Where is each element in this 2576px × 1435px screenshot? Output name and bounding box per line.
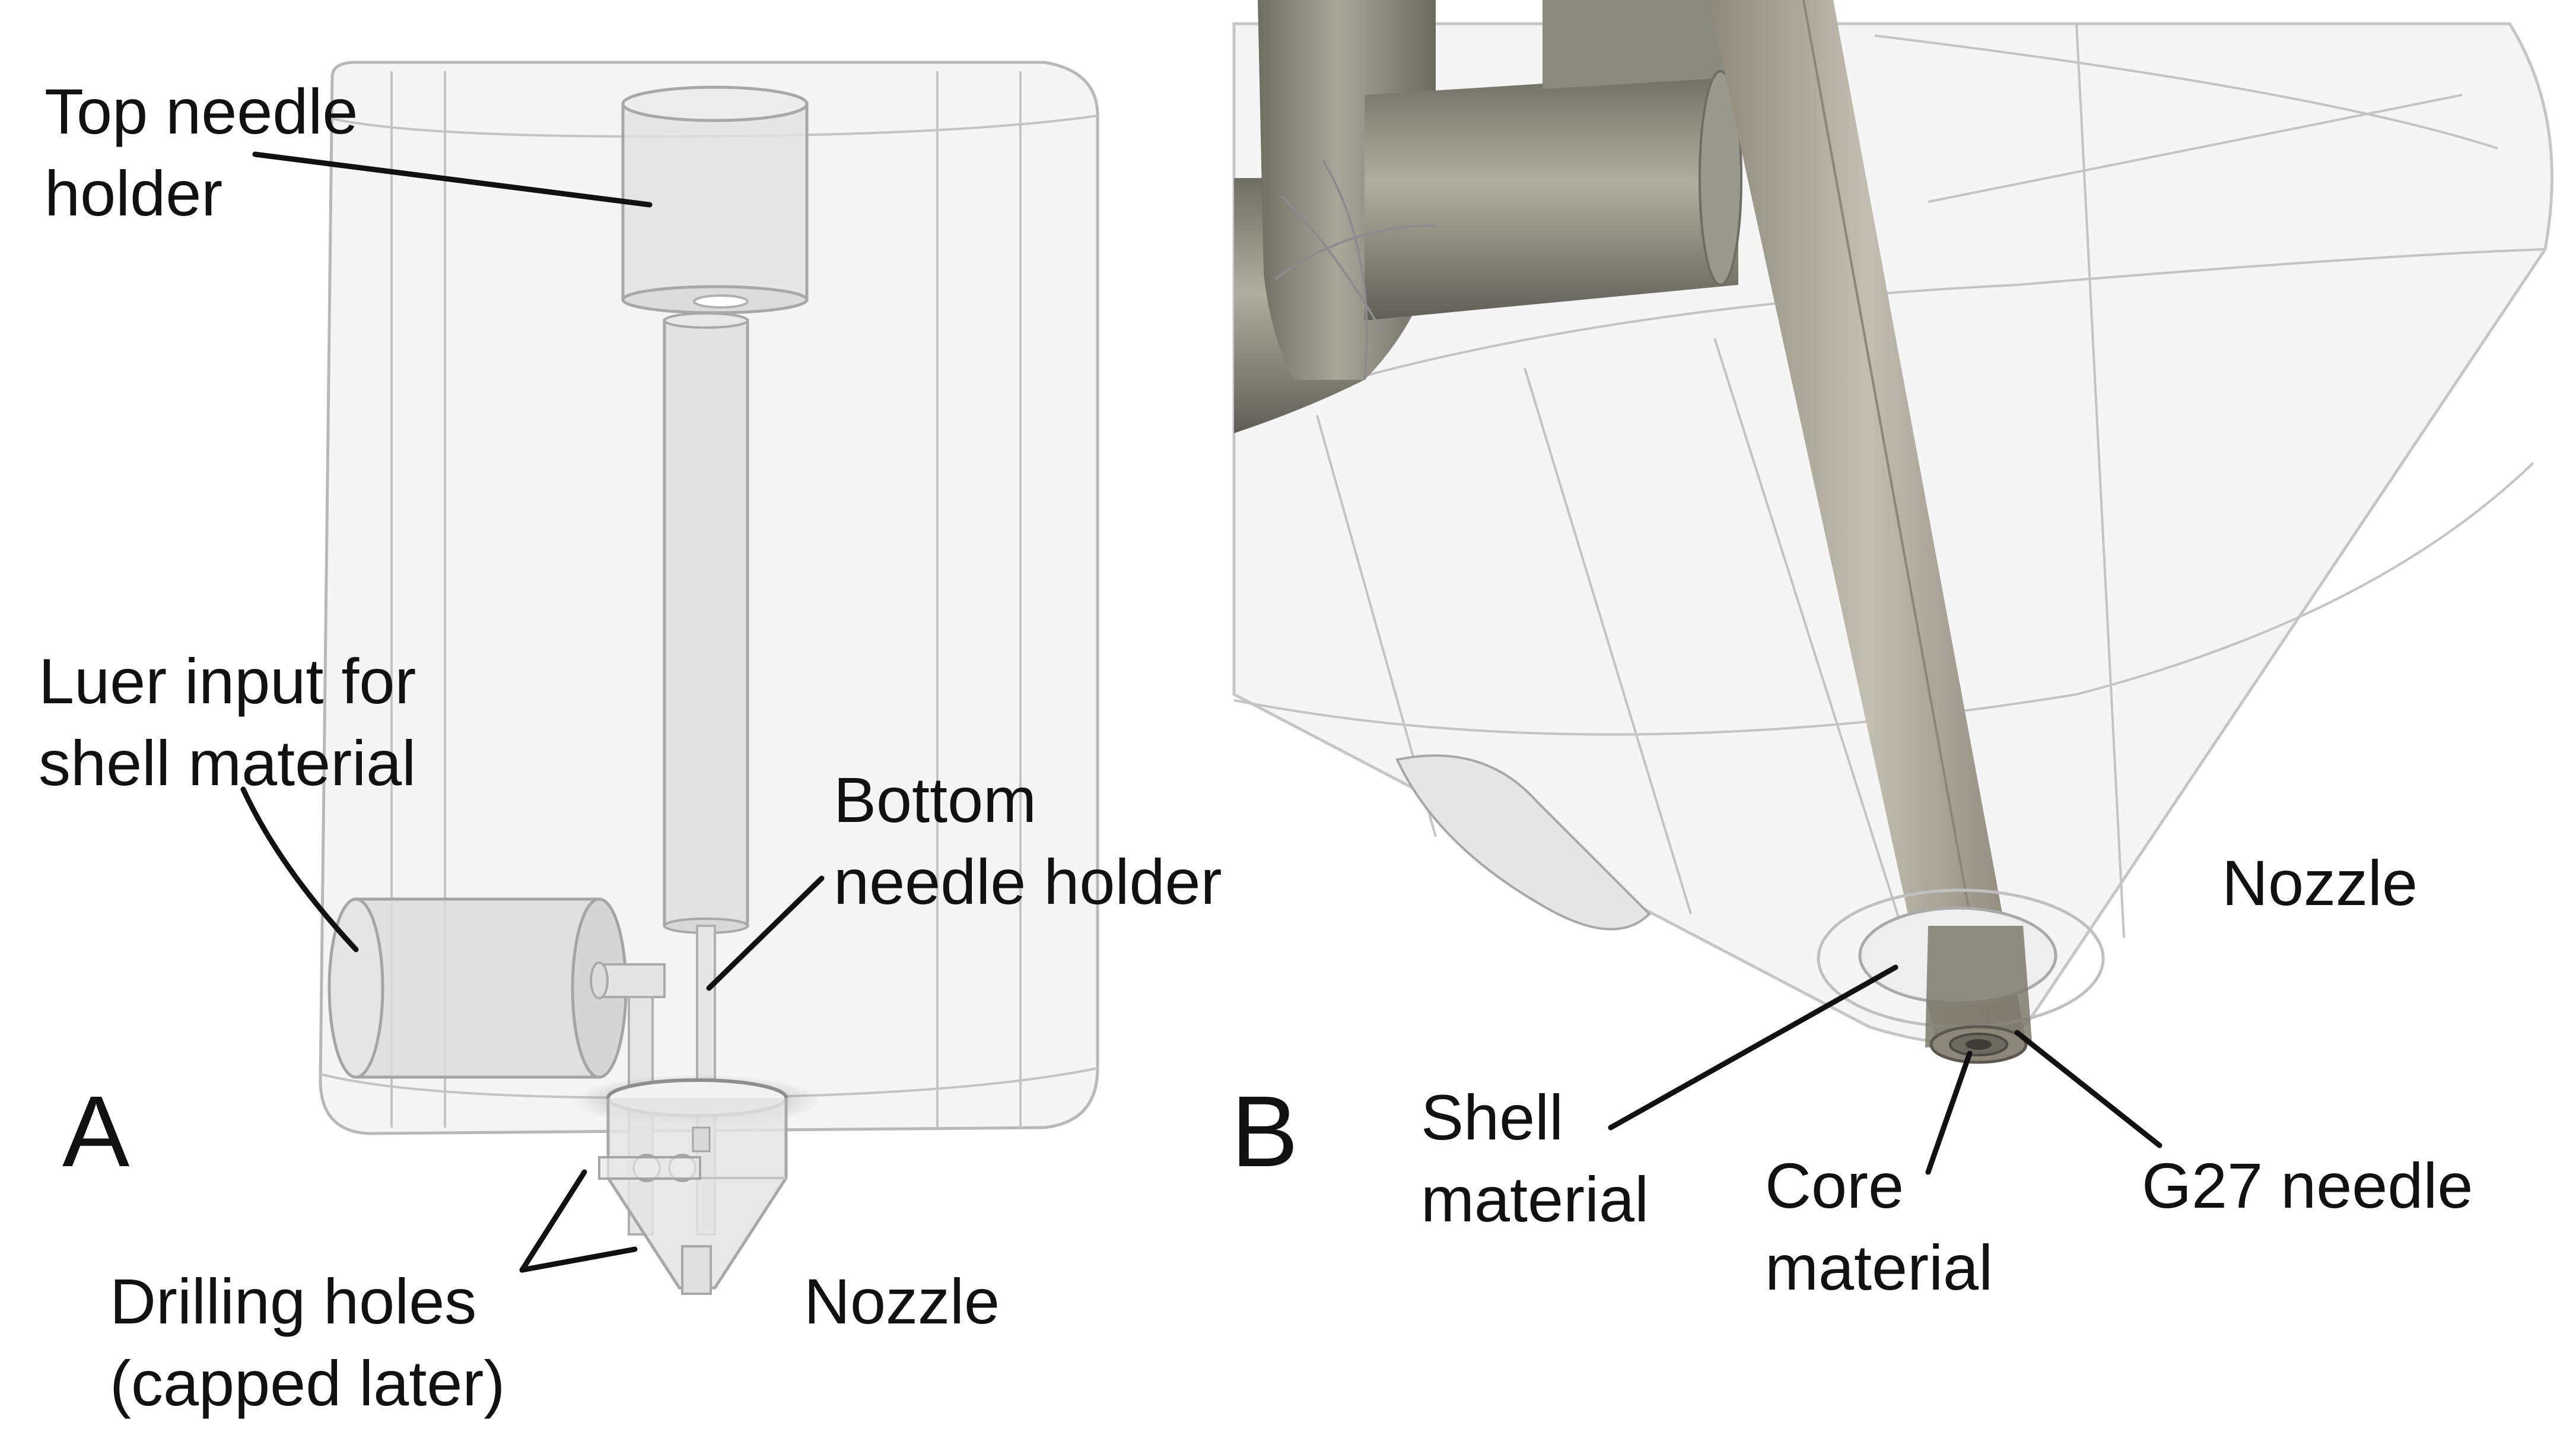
metal-tubes: [1234, 0, 1742, 433]
nozzle-a: [573, 1074, 822, 1295]
label-luer-input: Luer input for shell material: [39, 645, 434, 799]
label-bottom-needle-holder: Bottom needle holder: [834, 764, 1222, 917]
core-needle: [1709, 0, 2026, 1047]
shell-channel: [1395, 754, 1651, 931]
label-shell-material: Shell material: [1421, 1081, 1649, 1235]
panel-a: Top needle holder Luer input for shell m…: [39, 61, 1222, 1419]
top-needle-holder: [621, 85, 809, 315]
leader-top-needle-holder: [252, 151, 653, 208]
label-g27-needle: G27 needle: [2142, 1150, 2473, 1221]
leader-shell-material: [1608, 964, 1898, 1131]
leader-drilling-hole-2: [519, 1246, 638, 1273]
panel-b: Nozzle Shell material Core material G27 …: [1231, 0, 2553, 1303]
nozzle-tip: [1817, 888, 2105, 1064]
leader-bottom-needle-holder: [706, 875, 825, 991]
leader-luer-input: [240, 786, 359, 953]
label-nozzle-a: Nozzle: [804, 1265, 1000, 1337]
leader-core-material: [1925, 1050, 1973, 1175]
label-nozzle-b: Nozzle: [2222, 847, 2418, 919]
panel-letter-a: A: [62, 1075, 130, 1188]
label-drilling-holes: Drilling holes (capped later): [110, 1265, 505, 1419]
label-core-material: Core material: [1765, 1150, 1993, 1303]
leader-g27-needle: [2014, 1030, 2162, 1148]
label-top-needle-holder: Top needle holder: [44, 75, 376, 229]
leader-drilling-hole-1: [519, 1169, 587, 1273]
panel-letter-b: B: [1231, 1075, 1298, 1188]
